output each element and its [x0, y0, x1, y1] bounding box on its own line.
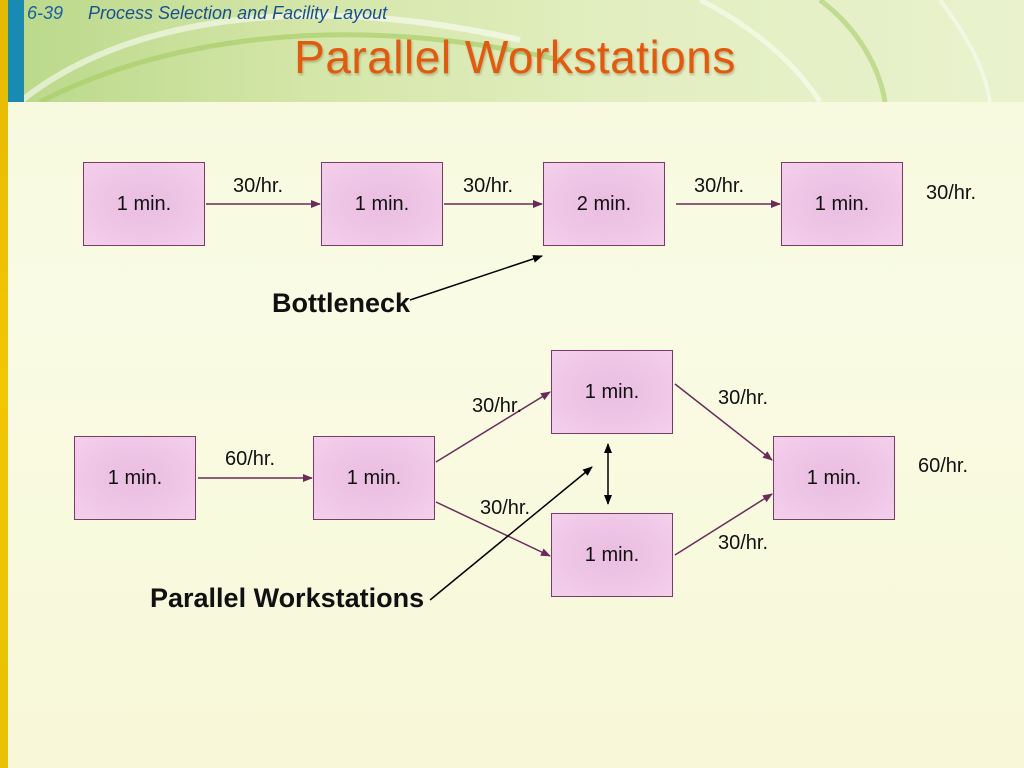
left-accent-bar [0, 0, 8, 768]
parallel-workstations-label: Parallel Workstations [150, 583, 425, 613]
flow-arrow-split-top [435, 391, 551, 463]
flow-arrow-merge-bottom [674, 493, 773, 556]
flow-arrow-merge-top [674, 383, 773, 461]
top-rate-1: 30/hr. [233, 175, 284, 197]
page-title: Parallel Workstations [294, 31, 736, 83]
parallel-station-top: 1 min. [551, 350, 673, 434]
header-swirl-decoration [18, 0, 992, 102]
bottom-station-2: 1 min. [313, 436, 435, 520]
bottom-rate-split-bottom: 30/hr. [480, 497, 531, 519]
left-accent-bar-top [8, 0, 24, 102]
slide-number: 6-39 [27, 3, 64, 23]
bottleneck-pointer [409, 255, 543, 301]
parallel-station-bottom: 1 min. [551, 513, 673, 597]
top-station-2: 1 min. [321, 162, 443, 246]
bottom-rate-merge-bottom: 30/hr. [718, 532, 769, 554]
bottom-station-4: 1 min. [773, 436, 895, 520]
slide-subtitle: Process Selection and Facility Layout [88, 3, 388, 23]
bottom-rate-split-top: 30/hr. [472, 395, 523, 417]
top-rate-3: 30/hr. [694, 175, 745, 197]
bottom-rate-in: 60/hr. [225, 448, 276, 470]
top-rate-2: 30/hr. [463, 175, 514, 197]
bottleneck-label: Bottleneck [272, 288, 411, 318]
bottom-rate-merge-top: 30/hr. [718, 387, 769, 409]
bottom-rate-out: 60/hr. [918, 455, 969, 477]
top-station-3-bottleneck: 2 min. [543, 162, 665, 246]
header-band [0, 0, 1024, 102]
top-station-4: 1 min. [781, 162, 903, 246]
flow-arrow-split-bottom [435, 501, 551, 557]
top-station-1: 1 min. [83, 162, 205, 246]
parallel-pointer [429, 466, 593, 601]
top-rate-out: 30/hr. [926, 182, 977, 204]
bottom-station-1: 1 min. [74, 436, 196, 520]
